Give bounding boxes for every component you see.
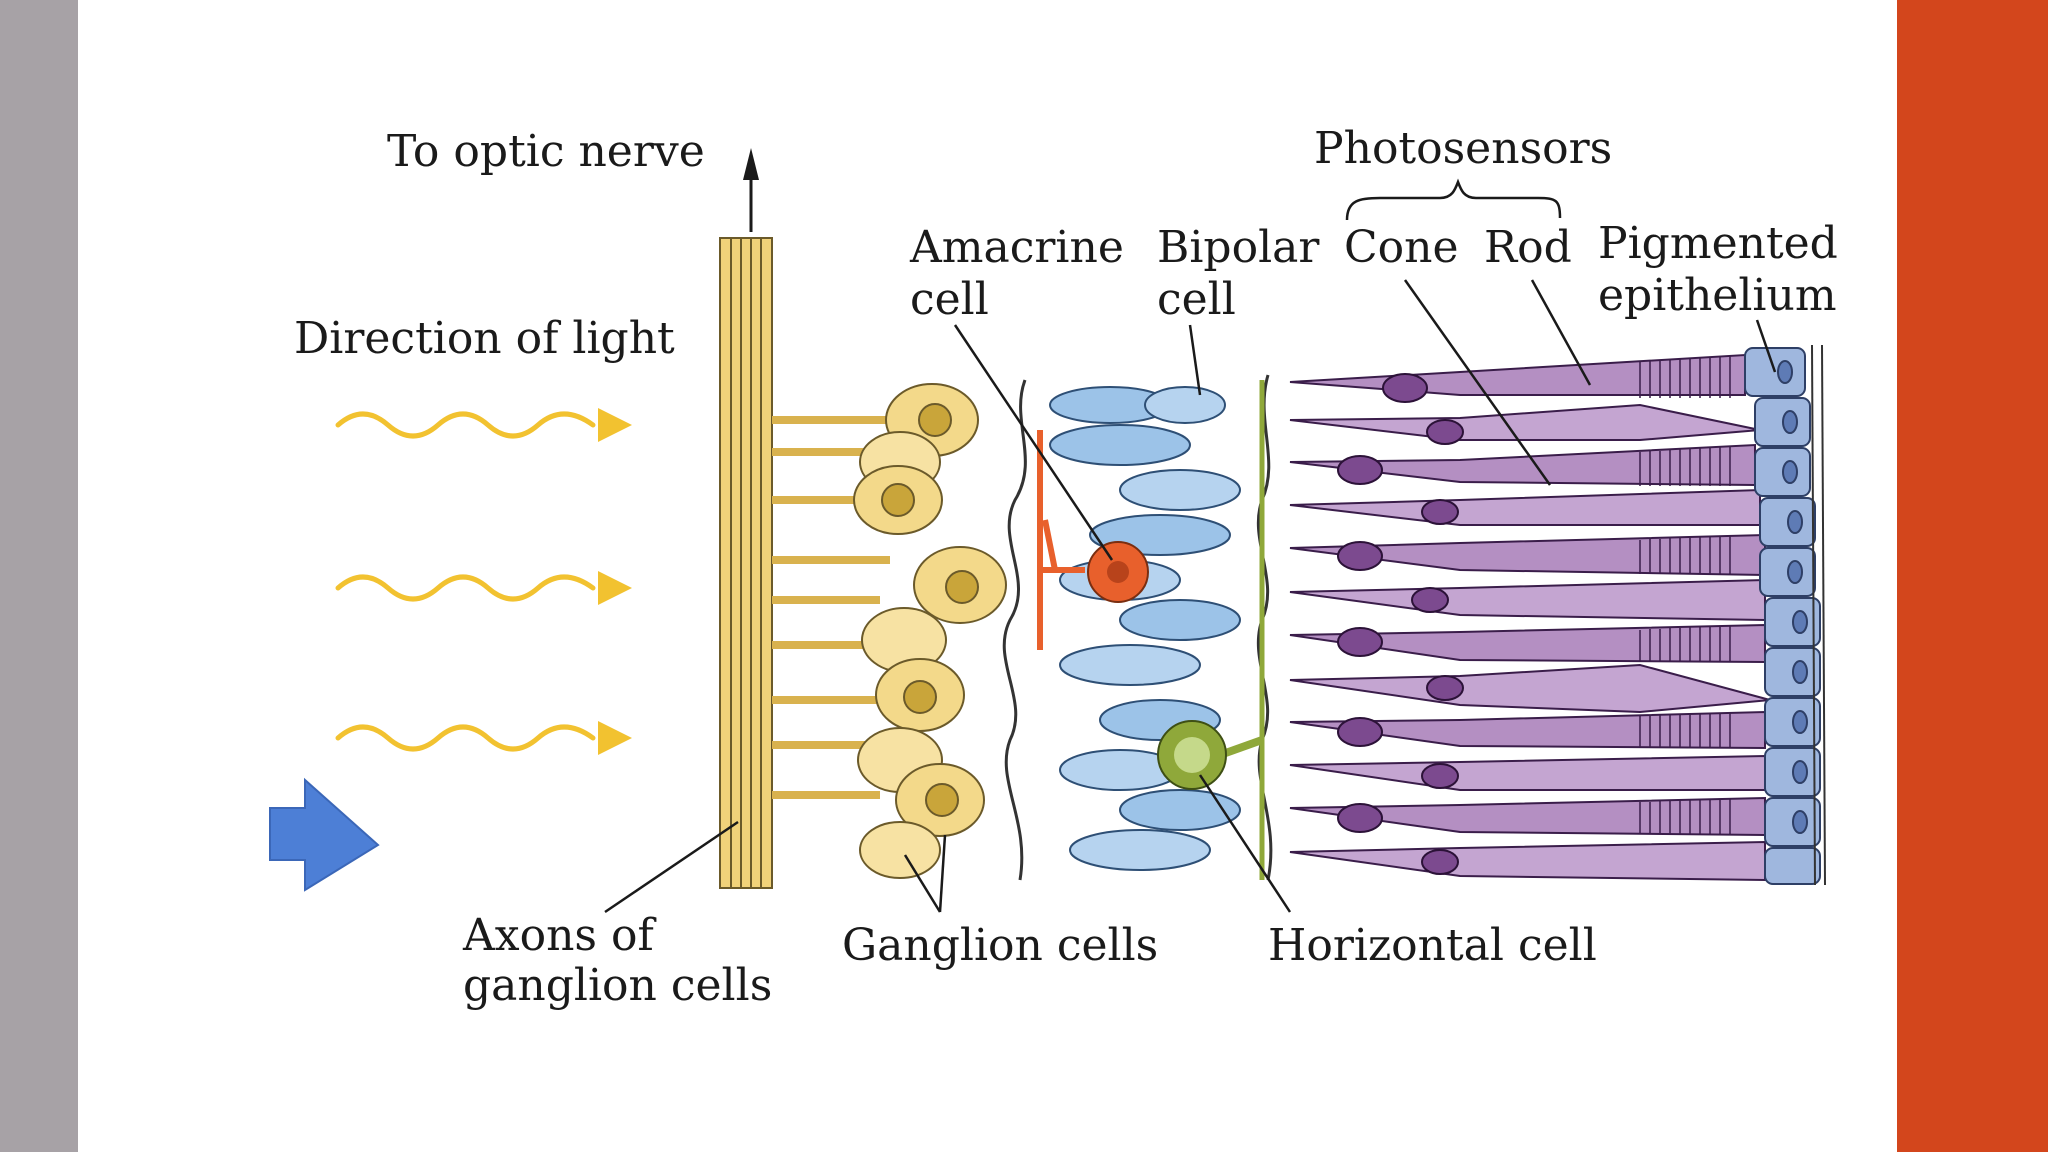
light-wave-3 bbox=[335, 724, 596, 752]
photoreceptor-nuclei bbox=[1337, 373, 1464, 875]
axon-fibers bbox=[730, 238, 762, 888]
rod-leader bbox=[1530, 279, 1592, 386]
label-horizontal-cell: Horizontal cell bbox=[1268, 920, 1597, 971]
label-pigmented-line1: Pigmented bbox=[1598, 218, 1838, 269]
label-photosensors: Photosensors bbox=[1314, 123, 1612, 174]
bipolar-cell bbox=[1069, 829, 1211, 871]
right-accent-bar bbox=[1897, 0, 2048, 1152]
cone-leader bbox=[1403, 279, 1552, 486]
epithelium-leader bbox=[1755, 319, 1777, 373]
light-wave-2 bbox=[335, 574, 596, 602]
light-arrowheads bbox=[598, 408, 632, 755]
bipolar-leader bbox=[1188, 324, 1202, 396]
ganglion-leader-1 bbox=[903, 854, 942, 913]
label-pigmented-line2: epithelium bbox=[1598, 270, 1837, 321]
rod-cell bbox=[1289, 623, 1766, 664]
photosensors-brace bbox=[1345, 178, 1562, 221]
light-wave-group bbox=[335, 411, 596, 752]
label-direction-of-light: Direction of light bbox=[294, 313, 675, 364]
photoreceptor-layer bbox=[1289, 353, 1771, 882]
ganglion-cell bbox=[859, 821, 941, 879]
label-axons-line1: Axons of bbox=[462, 910, 656, 961]
label-bipolar-line1: Bipolar bbox=[1157, 222, 1320, 273]
amacrine-cell bbox=[1037, 430, 1149, 650]
bipolar-cell-layer bbox=[1049, 386, 1241, 871]
light-arrowhead-3 bbox=[598, 721, 632, 755]
cone-cell bbox=[1289, 663, 1771, 714]
bipolar-cell bbox=[1144, 386, 1226, 424]
leader-lines bbox=[604, 279, 1777, 914]
ganglion-leader-2 bbox=[938, 834, 947, 913]
label-rod: Rod bbox=[1484, 222, 1572, 273]
bipolar-cell bbox=[1119, 469, 1241, 511]
cone-cell bbox=[1289, 578, 1766, 622]
horizontal-cell bbox=[1157, 720, 1227, 790]
rod-cell bbox=[1289, 353, 1746, 396]
cone-cell bbox=[1289, 488, 1761, 526]
horizontal-leader bbox=[1198, 774, 1292, 913]
label-bipolar-line2: cell bbox=[1157, 274, 1236, 325]
label-cone: Cone bbox=[1344, 222, 1459, 273]
light-arrowhead-1 bbox=[598, 408, 632, 442]
outer-segment-striations bbox=[1639, 356, 1731, 834]
cone-cell bbox=[1289, 840, 1766, 882]
optic-nerve-arrowhead-icon bbox=[743, 148, 759, 180]
bipolar-cell bbox=[1049, 424, 1191, 466]
cone-cell bbox=[1289, 403, 1761, 441]
choroid-lines bbox=[1811, 344, 1826, 886]
bipolar-cell bbox=[1059, 644, 1201, 686]
label-axons-line2: ganglion cells bbox=[463, 960, 772, 1011]
axon-bundle bbox=[719, 237, 773, 889]
cone-cell bbox=[1289, 754, 1766, 791]
label-ganglion-cells: Ganglion cells bbox=[842, 920, 1158, 971]
label-amacrine-line2: cell bbox=[910, 274, 989, 325]
label-to-optic-nerve: To optic nerve bbox=[387, 126, 705, 177]
horizontal-cell-stalk bbox=[1218, 736, 1264, 759]
amacrine-leader bbox=[953, 324, 1114, 561]
epithelium-nuclei bbox=[1777, 360, 1808, 834]
left-accent-bar bbox=[0, 0, 78, 1152]
inner-plexiform-layer bbox=[1002, 379, 1027, 881]
axons-leader bbox=[604, 820, 739, 914]
bipolar-cell bbox=[1119, 789, 1241, 831]
light-wave-1 bbox=[335, 411, 596, 439]
ganglion-nuclei bbox=[881, 403, 979, 817]
light-arrowhead-2 bbox=[598, 571, 632, 605]
bipolar-cell bbox=[1119, 599, 1241, 641]
blue-arrow-icon bbox=[269, 777, 380, 892]
label-amacrine-line1: Amacrine bbox=[909, 222, 1124, 273]
